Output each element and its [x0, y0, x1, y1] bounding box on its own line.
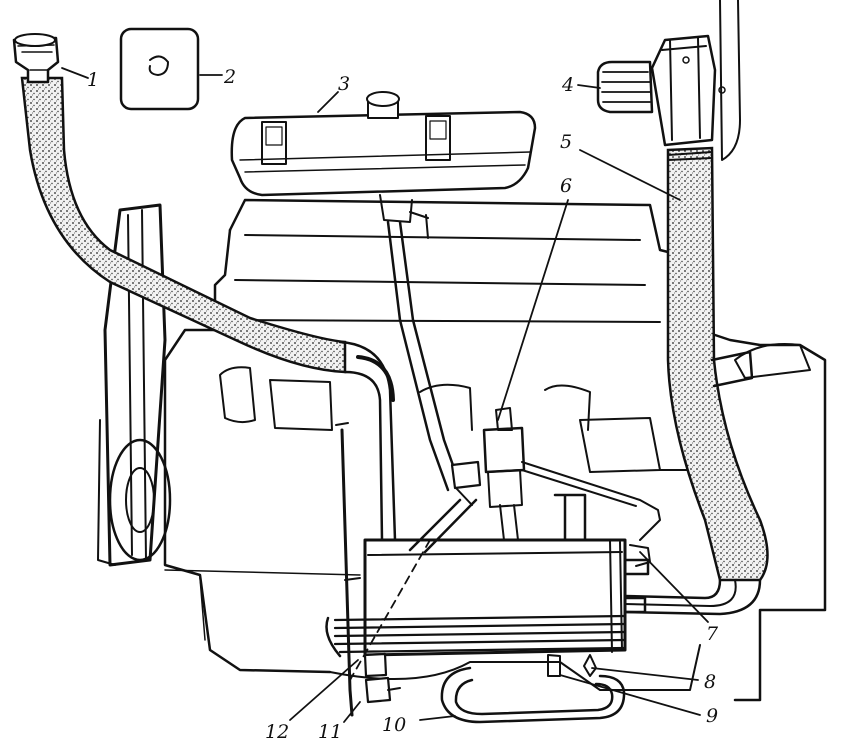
callout-1: 1 [87, 69, 99, 91]
panel-2 [119, 27, 200, 111]
callout-7: 7 [706, 623, 719, 645]
fan-motor [596, 34, 726, 147]
lower-fittings [547, 493, 651, 677]
leader-11 [343, 701, 361, 723]
callout-12: 12 [265, 721, 289, 743]
callout-11: 11 [318, 721, 342, 743]
leader-5 [579, 149, 681, 201]
heater-radiator [325, 538, 650, 681]
leader-8 [591, 667, 699, 681]
leader-9 [559, 674, 701, 716]
outlet-hose [623, 146, 769, 616]
expansion-tank [230, 91, 537, 492]
engine-block [163, 0, 827, 702]
leader-6 [497, 199, 569, 421]
callout-3: 3 [338, 73, 350, 95]
leader-1 [61, 67, 89, 79]
filler-hose [12, 33, 397, 542]
callout-4: 4 [561, 74, 574, 96]
leader-12 [289, 659, 359, 721]
callout-6: 6 [560, 175, 572, 197]
callout-labels: 1 2 3 4 5 6 7 8 9 10 11 12 [87, 66, 719, 743]
callout-9: 9 [706, 705, 718, 727]
drain-rod [335, 422, 401, 717]
bottom-pipe [440, 666, 626, 724]
leader-3 [317, 91, 339, 113]
callout-8: 8 [704, 671, 716, 693]
callout-10: 10 [382, 714, 406, 736]
leader-4 [577, 84, 601, 89]
leader-lines [61, 67, 709, 723]
callout-5: 5 [560, 131, 572, 153]
callout-2: 2 [223, 66, 236, 88]
leader-10 [419, 715, 456, 721]
control-valve [408, 407, 661, 554]
leader-7 [639, 551, 709, 623]
